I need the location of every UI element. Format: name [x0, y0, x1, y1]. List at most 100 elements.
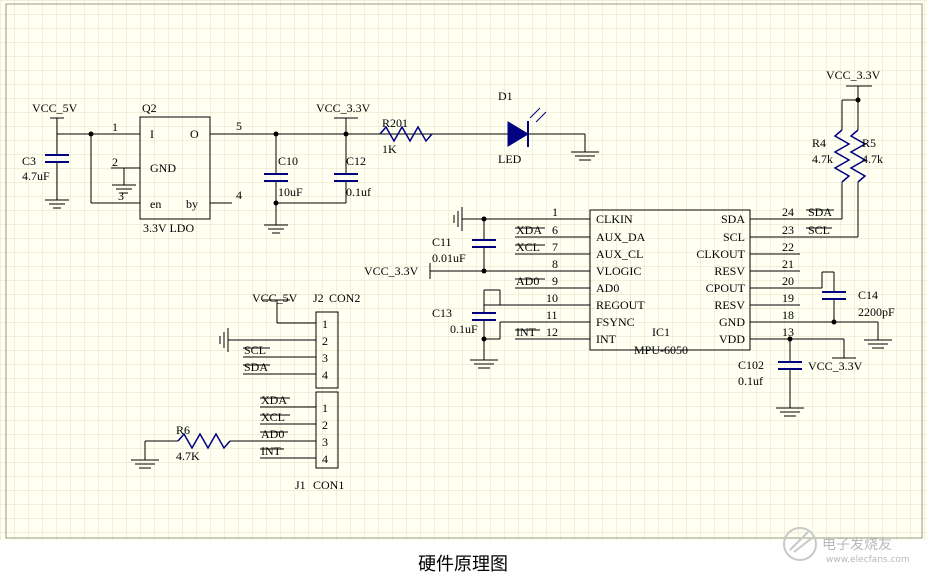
pin-name: AUX_DA [596, 230, 646, 244]
pin-num: 13 [782, 325, 794, 339]
net-xcl: XCL [516, 240, 540, 254]
c3-value: 4.7uF [22, 169, 50, 183]
r5-resistor [849, 129, 867, 183]
ldo-pin-by: by [186, 197, 198, 211]
j1-pin: 4 [322, 452, 328, 466]
net-sda: SDA [808, 205, 832, 219]
r4-ref: R4 [812, 136, 826, 150]
net-int: INT [516, 325, 537, 339]
c13-ref: C13 [432, 306, 452, 320]
ldo-value: 3.3V LDO [143, 221, 194, 235]
c12-value: 0.1uf [346, 185, 371, 199]
ic1-body [589, 209, 751, 351]
pin-name: SCL [723, 230, 745, 244]
pin-name: FSYNC [596, 315, 635, 329]
pin-name: SDA [721, 212, 745, 226]
net-scl: SCL [808, 223, 830, 237]
pin-name: REGOUT [596, 298, 645, 312]
pin-num: 9 [552, 274, 558, 288]
led-ray-icon [535, 111, 547, 123]
pin-name: GND [719, 315, 745, 329]
ldo-ref: Q2 [142, 101, 157, 115]
pin-num: 22 [782, 240, 794, 254]
r201-ref: R201 [382, 116, 408, 130]
pin-name: AUX_CL [596, 247, 643, 261]
r4-value: 4.7k [812, 152, 833, 166]
r201-value: 1K [382, 142, 397, 156]
c14-value: 2200pF [858, 305, 895, 319]
j2-pin: 1 [322, 317, 328, 331]
j2-name: CON2 [329, 291, 360, 305]
r5-value: 4.7k [862, 152, 883, 166]
pin-name: RESV [714, 298, 745, 312]
j2-ref: J2 [313, 291, 324, 305]
pin-name: VLOGIC [596, 264, 641, 278]
ground-icon [264, 224, 288, 234]
led-ref: D1 [498, 89, 513, 103]
pin-name: VDD [719, 332, 745, 346]
vcc33-top-label: VCC_3.3V [316, 101, 371, 115]
ldo-pin-en: en [150, 197, 161, 211]
vcc33-vdd-label: VCC_3.3V [808, 359, 863, 373]
pin-num: 21 [782, 257, 794, 271]
c3-ref: C3 [22, 154, 36, 168]
pin-num: 24 [782, 205, 794, 219]
ldo-pin-3: 3 [118, 189, 124, 203]
watermark-title: 电子发烧友 [822, 537, 892, 553]
pin-num: 20 [782, 274, 794, 288]
j1-pin: 2 [322, 418, 328, 432]
sheet-border [5, 3, 923, 539]
ldo-pin-1: 1 [112, 120, 118, 134]
figure-caption: 硬件原理图 [418, 554, 508, 575]
ground-icon [864, 339, 892, 349]
c10-ref: C10 [278, 154, 298, 168]
ldo-pin-GND: GND [150, 161, 176, 175]
r6-ref: R6 [176, 423, 190, 437]
c11-ref: C11 [432, 235, 452, 249]
led-ray-icon [529, 107, 541, 119]
pin-num: 7 [552, 240, 558, 254]
net-xda: XDA [516, 223, 542, 237]
watermark-logo [783, 527, 817, 561]
ground-icon [219, 328, 229, 352]
ground-icon [470, 359, 498, 369]
pin-num: 23 [782, 223, 794, 237]
pin-name: CLKIN [596, 212, 633, 226]
junction-dots [88, 97, 861, 342]
j1-pin: 1 [322, 401, 328, 415]
j2-connector [315, 311, 339, 389]
net-xda: XDA [261, 393, 287, 407]
c12-ref: C12 [346, 154, 366, 168]
pin-name: AD0 [596, 281, 619, 295]
grid-lines [0, 0, 927, 540]
net-xcl: XCL [261, 410, 285, 424]
j2-pin: 2 [322, 334, 328, 348]
r6-resistor [177, 432, 231, 450]
watermark-url: www.elecfans.com [826, 555, 910, 565]
c102-ref: C102 [738, 358, 764, 372]
c10-value: 10uF [278, 185, 303, 199]
ldo-pin-2: 2 [112, 155, 118, 169]
net-ad0: AD0 [516, 274, 539, 288]
j2-pin: 4 [322, 368, 328, 382]
led-value: LED [498, 152, 522, 166]
j2-pin: 3 [322, 351, 328, 365]
vcc5-conn-label: VCC_5V [252, 291, 298, 305]
ldo-pin-4: 4 [236, 188, 242, 202]
pin-name: CLKOUT [696, 247, 745, 261]
ic1-ref: IC1 [652, 325, 670, 339]
pin-num: 6 [552, 223, 558, 237]
j1-pin: 3 [322, 435, 328, 449]
j1-name: CON1 [313, 478, 344, 492]
pin-num: 1 [552, 205, 558, 219]
ldo-pin-5: 5 [236, 119, 242, 133]
pin-num: 11 [546, 308, 558, 322]
net-overbars [243, 209, 834, 450]
ldo-pin-O: O [190, 127, 199, 141]
pin-name: CPOUT [706, 281, 746, 295]
pin-num: 18 [782, 308, 794, 322]
pin-name: INT [596, 332, 617, 346]
c11-value: 0.01uF [432, 251, 466, 265]
